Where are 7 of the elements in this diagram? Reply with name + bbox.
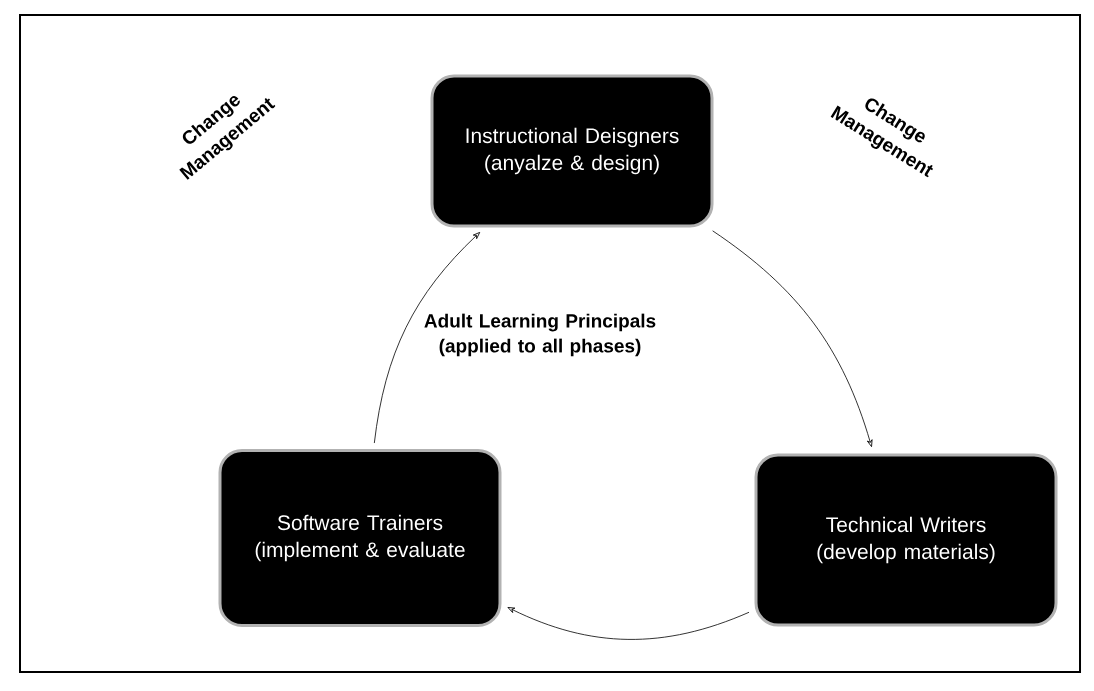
curved-arrow <box>507 607 750 640</box>
curved-arrow <box>712 230 873 448</box>
rounded-box: Software Trainers (implement & evaluate <box>218 449 502 627</box>
rounded-box: Instructional Deisgners (anyalze & design) <box>430 74 714 228</box>
rounded-box: Technical Writers (develop materials) <box>754 453 1058 627</box>
curved-arrow <box>373 232 481 444</box>
label-text: Adult Learning Principals (applied to all phases) <box>424 313 656 357</box>
